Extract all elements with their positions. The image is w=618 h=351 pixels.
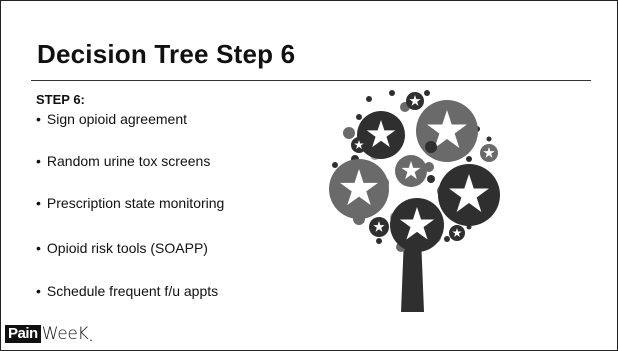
bullet-item: •Random urine tox screens xyxy=(36,153,211,169)
bullet-item: •Schedule frequent f/u appts xyxy=(36,283,219,299)
bullet-item: •Sign opioid agreement xyxy=(36,111,188,127)
bullet-item: •Opioid risk tools (SOAPP) xyxy=(36,240,208,256)
step-label: STEP 6: xyxy=(36,92,85,107)
star-tree-icon xyxy=(329,90,500,312)
slide-title: Decision Tree Step 6 xyxy=(37,39,296,69)
bullet-item: •Prescription state monitoring xyxy=(36,195,225,211)
title-divider xyxy=(31,80,591,81)
